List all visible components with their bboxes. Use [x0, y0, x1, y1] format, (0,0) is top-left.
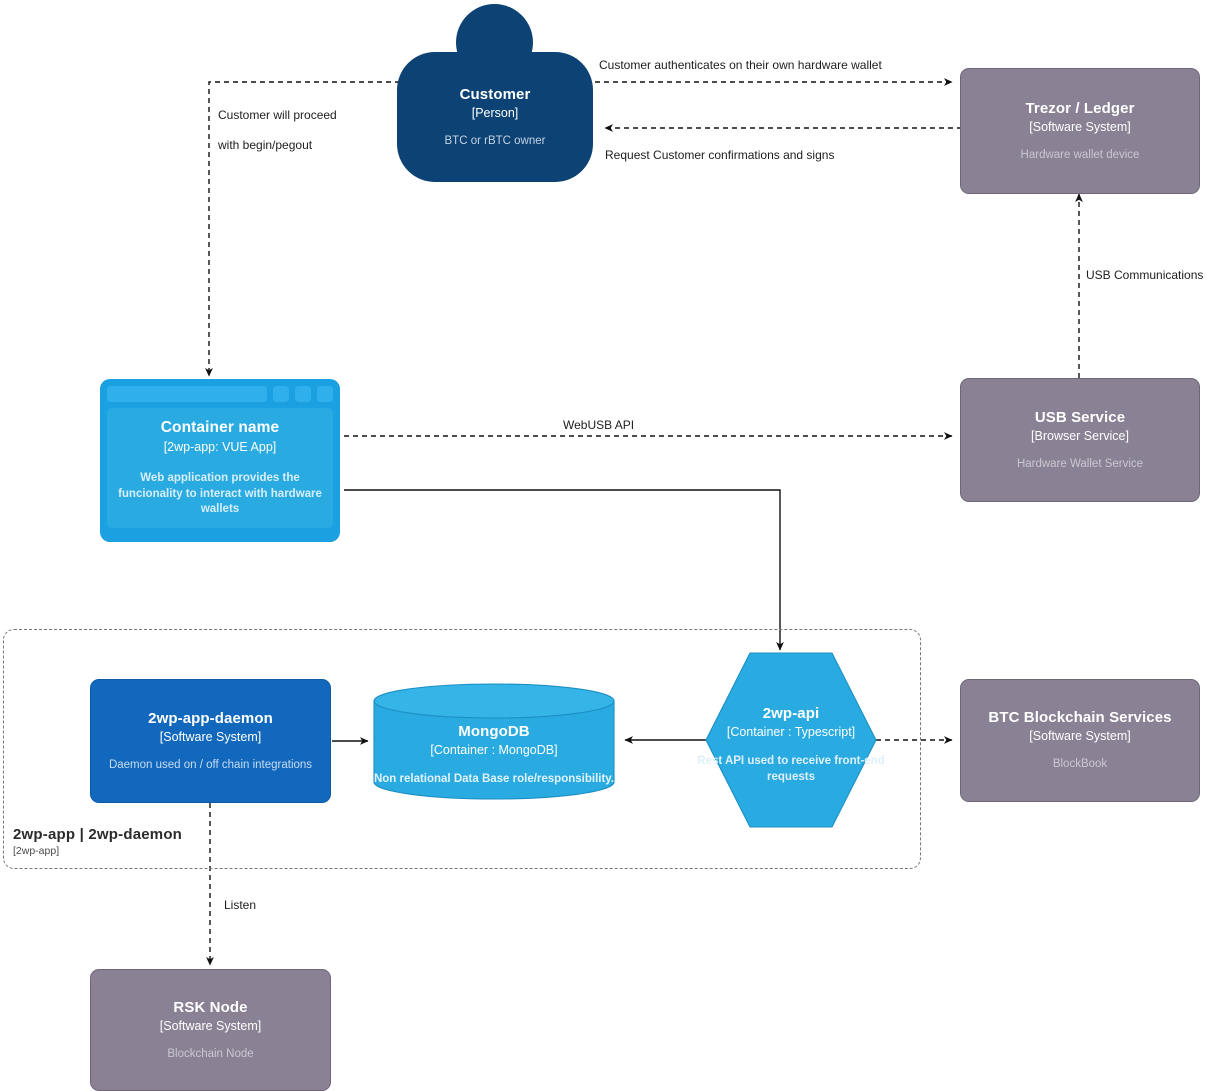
usb-service-title: USB Service: [1034, 408, 1126, 426]
cylinder-shape-icon: [373, 683, 615, 800]
browser-address-bar[interactable]: [107, 386, 267, 402]
mongodb-title: MongoDB: [458, 723, 530, 740]
container-title: Container name: [160, 419, 280, 437]
btc-title: BTC Blockchain Services: [988, 709, 1172, 727]
mongodb-text: MongoDB [Container : MongoDB] Non relati…: [373, 722, 615, 788]
browser-button-3-icon[interactable]: [317, 386, 333, 402]
rsk-title: RSK Node: [173, 998, 248, 1016]
node-2wp-api[interactable]: 2wp-api [Container : Typescript] Rest AP…: [697, 652, 885, 828]
rsk-type: [Software System]: [159, 1018, 262, 1033]
browser-button-1-icon[interactable]: [273, 386, 289, 402]
container-type: [2wp-app: VUE App]: [163, 440, 277, 455]
twp-api-type: [Container : Typescript]: [726, 725, 856, 740]
browser-content: Container name [2wp-app: VUE App] Web ap…: [107, 408, 333, 528]
node-btc-blockchain-services[interactable]: BTC Blockchain Services [Software System…: [960, 679, 1200, 802]
customer-title: Customer: [459, 85, 531, 103]
twp-api-text: 2wp-api [Container : Typescript] Rest AP…: [697, 704, 884, 785]
node-container-name[interactable]: Container name [2wp-app: VUE App] Web ap…: [100, 379, 340, 542]
boundary-2wp-app: [3, 629, 921, 869]
node-customer[interactable]: Customer [Person] BTC or rBTC owner: [397, 4, 593, 182]
twp-api-title: 2wp-api: [762, 705, 820, 722]
daemon-title: 2wp-app-daemon: [148, 709, 273, 727]
node-trezor-ledger[interactable]: Trezor / Ledger [Software System] Hardwa…: [960, 68, 1200, 194]
trezor-type: [Software System]: [1029, 119, 1131, 134]
twp-api-description: Rest API used to receive front-end reque…: [697, 755, 885, 783]
mongodb-description: Non relational Data Base role/responsibi…: [373, 773, 615, 786]
edge-label-proceed-line2: with begin/pegout: [218, 138, 313, 152]
node-2wp-app-daemon[interactable]: 2wp-app-daemon [Software System] Daemon …: [90, 679, 331, 803]
daemon-type: [Software System]: [159, 729, 262, 744]
node-usb-service[interactable]: USB Service [Browser Service] Hardware W…: [960, 378, 1200, 502]
customer-description: BTC or rBTC owner: [444, 134, 546, 147]
usb-service-description: Hardware Wallet Service: [1016, 457, 1144, 470]
daemon-description: Daemon used on / off chain integrations: [108, 758, 313, 771]
boundary-label: 2wp-app | 2wp-daemon [2wp-app]: [13, 826, 182, 857]
browser-button-2-icon[interactable]: [295, 386, 311, 402]
boundary-name: 2wp-app | 2wp-daemon: [13, 826, 183, 843]
edge-label-request-confirmations: Request Customer confirmations and signs: [605, 148, 835, 162]
edge-label-webusb-api: WebUSB API: [563, 418, 635, 432]
customer-type: [Person]: [471, 105, 519, 120]
mongodb-type: [Container : MongoDB]: [430, 743, 558, 758]
trezor-title: Trezor / Ledger: [1025, 99, 1135, 117]
trezor-description: Hardware wallet device: [1020, 148, 1140, 161]
edge-container-to-twpapi: [344, 489, 784, 651]
node-mongodb[interactable]: MongoDB [Container : MongoDB] Non relati…: [373, 683, 615, 800]
btc-description: BlockBook: [1052, 758, 1108, 771]
node-rsk-node[interactable]: RSK Node [Software System] Blockchain No…: [90, 969, 331, 1091]
edge-label-authenticate: Customer authenticates on their own hard…: [599, 58, 882, 72]
edge-customer-to-container: [205, 81, 400, 377]
rsk-description: Blockchain Node: [167, 1047, 254, 1060]
browser-title-bar: [107, 386, 333, 402]
edge-label-proceed-line1: Customer will proceed: [218, 108, 337, 122]
usb-service-type: [Browser Service]: [1031, 428, 1129, 443]
person-body: Customer [Person] BTC or rBTC owner: [397, 52, 593, 182]
boundary-type: [2wp-app]: [13, 845, 60, 857]
btc-type: [Software System]: [1029, 729, 1131, 744]
container-description: Web application provides the funcionalit…: [118, 472, 322, 516]
edge-label-usb-communications: USB Communications: [1086, 268, 1204, 282]
hexagon-shape-icon: [705, 652, 877, 828]
edge-label-listen: Listen: [224, 898, 257, 912]
